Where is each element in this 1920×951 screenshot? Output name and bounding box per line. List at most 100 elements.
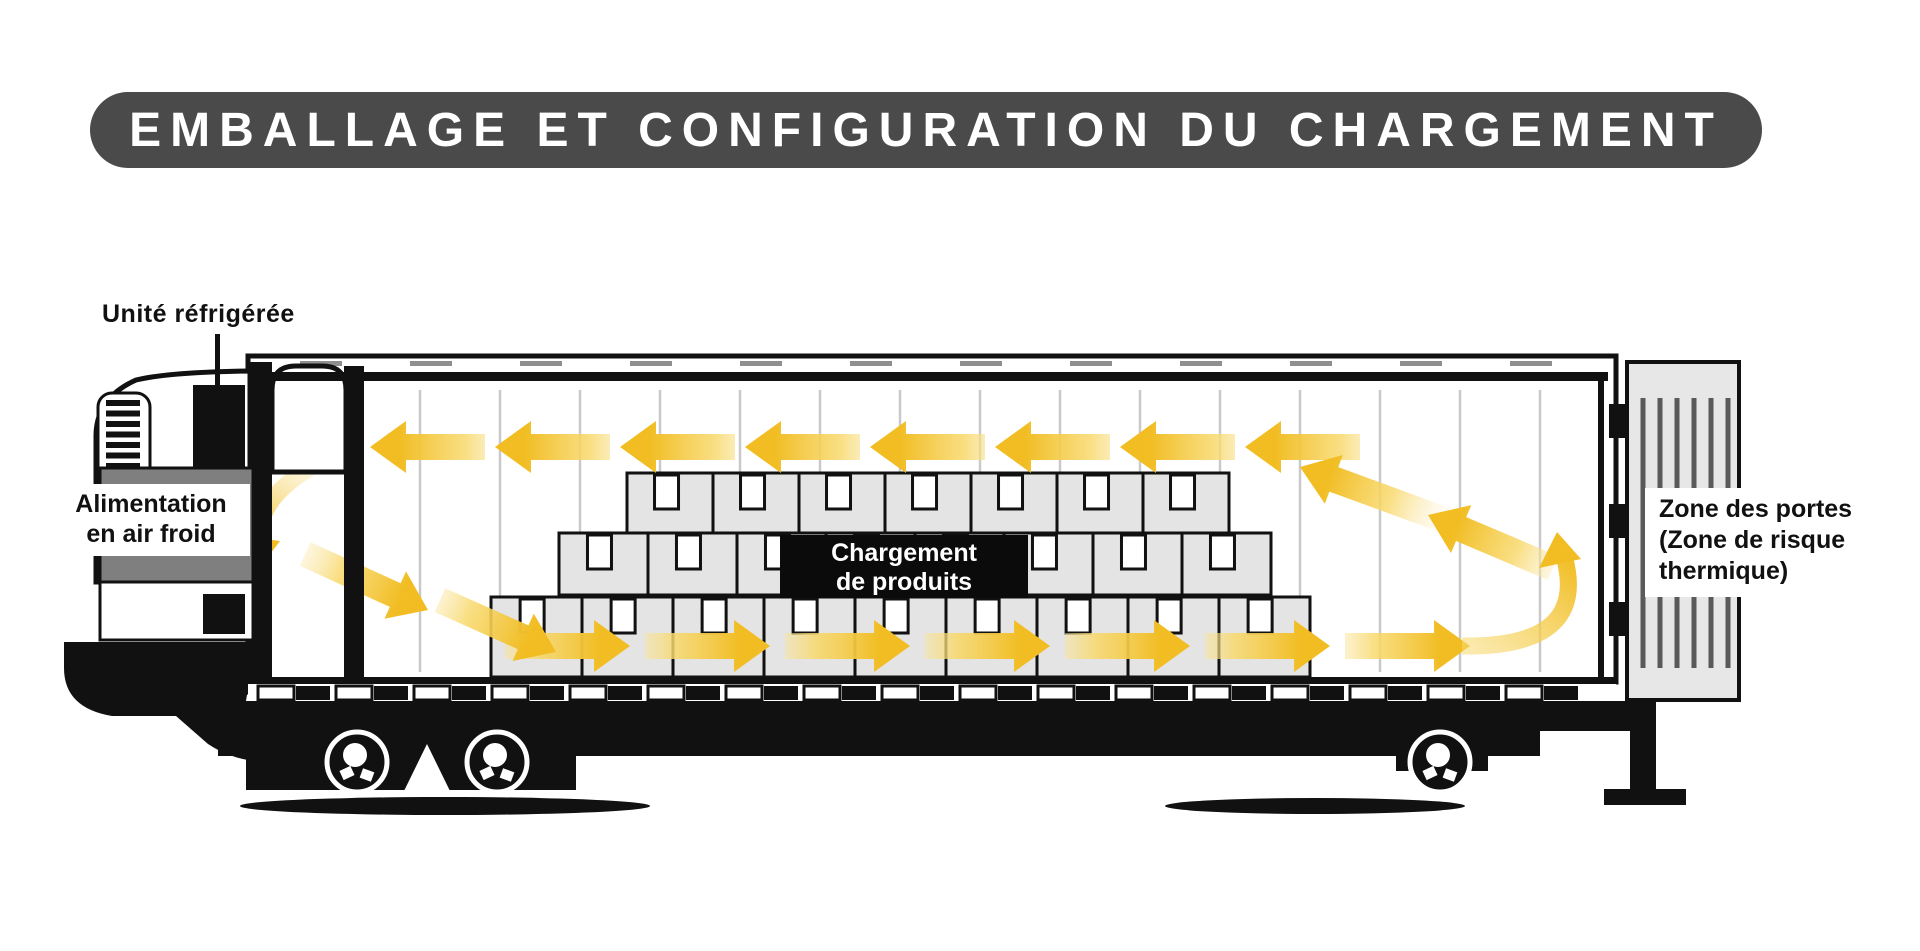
wheel-lug [1422,765,1438,781]
grille-slat [106,400,140,406]
roof-seam-tick [1510,361,1552,366]
grille-slat [106,442,140,448]
rail-dash-light [1504,684,1544,702]
door-hinge [1609,602,1626,636]
rail-dash-dark [1076,686,1110,700]
rail-dash-light [490,684,530,702]
roof-seam-tick [850,361,892,366]
airflow-curve-rear-head [1539,532,1581,568]
airflow-arrow [645,620,770,672]
wheel-hub [1426,743,1450,767]
box-flap-notch [973,597,1001,635]
wheel-lug [479,765,495,781]
airflow-arrow [1120,421,1235,473]
rail-dash-light [1426,684,1466,702]
reefer-engine-block [193,385,245,468]
rail-dash-dark [1544,686,1578,700]
box-flap-notch [825,473,853,511]
rail-dash-light [1270,684,1310,702]
box-flap-notch [674,533,702,571]
box-flap-notch [585,533,613,571]
grille-slat [106,421,140,427]
roof-band [258,372,1608,381]
air-chute [269,363,349,475]
grille-slat [106,410,140,417]
rail-dash-dark [1310,686,1344,700]
box-flap-notch [1169,473,1197,511]
door-hinge [1609,504,1626,538]
rail-dash-dark [1232,686,1266,700]
airflow-arrow [1300,454,1450,533]
box-flap-notch [997,473,1025,511]
airflow-arrow [1065,620,1190,672]
rail-dash-dark [1154,686,1188,700]
box-flap-notch [700,597,728,635]
airflow-arrow [620,421,735,473]
roof-seam-tick [520,361,562,366]
roof-seam-tick [1180,361,1222,366]
box-flap-notch [653,473,681,511]
wheel-hub [483,743,507,767]
airflow-arrow [1205,620,1330,672]
door-stand-foot [1604,789,1686,805]
roof-seam-tick [1070,361,1112,366]
rail-dash-dark [764,686,798,700]
label-refrigerated-unit: Unité réfrigérée [102,300,295,328]
front-wall [250,362,272,682]
rail-dash-dark [1466,686,1500,700]
rail-dash-dark [920,686,954,700]
rail-dash-dark [842,686,876,700]
airflow-curve-rear [1461,553,1577,655]
grille-slat [106,463,140,469]
label-pointer-line [215,334,220,388]
roof-seam-tick [1290,361,1332,366]
box-flap-notch [1119,533,1147,571]
rail-dash-light [334,684,374,702]
reefer-vent-square [203,594,245,634]
box-flap-notch [1208,533,1236,571]
roof-seam-tick [630,361,672,366]
label-door-zone: Zone des portes (Zone de risque thermiqu… [1645,488,1867,597]
axle-gap-notch [404,744,450,791]
bulkhead-bar [344,366,364,677]
box-flap-notch [911,473,939,511]
wheel-hub [343,743,367,767]
wheel-lug [1442,768,1458,782]
airflow-arrow [1345,620,1470,672]
box-flap-notch [791,597,819,635]
rail-dash-light [724,684,764,702]
rail-dash-light [256,684,296,702]
chassis-beam-rear [1540,701,1632,731]
box-flap-notch [609,597,637,635]
airflow-arrow [495,421,610,473]
front-axle-block [246,701,576,790]
roof-seam-tick [410,361,452,366]
rail-dash-dark [296,686,330,700]
roof-seam-tick [960,361,1002,366]
roof-seam-tick [1400,361,1442,366]
wheel-lug [499,768,515,782]
rail-dash-dark [452,686,486,700]
airflow-arrow [1428,505,1559,581]
grille-slat [106,431,140,438]
front-wheel-shadow [240,797,650,815]
rear-wall-line [1598,380,1604,677]
rail-dash-light [412,684,452,702]
rail-dash-light [1114,684,1154,702]
box-flap-notch [1030,533,1058,571]
rail-dash-light [1192,684,1232,702]
label-product-load: Chargement de produits [780,535,1028,598]
rail-dash-light [1348,684,1388,702]
door-stand [1630,701,1656,791]
rail-dash-light [1036,684,1076,702]
airflow-arrow [870,421,985,473]
rear-wheel-shadow [1165,798,1465,814]
rail-dash-dark [1388,686,1422,700]
rail-dash-dark [686,686,720,700]
box-flap-notch [1246,597,1274,635]
rail-dash-light [802,684,842,702]
rail-dash-dark [374,686,408,700]
wheel-lug [339,765,355,781]
box-flap-notch [1083,473,1111,511]
